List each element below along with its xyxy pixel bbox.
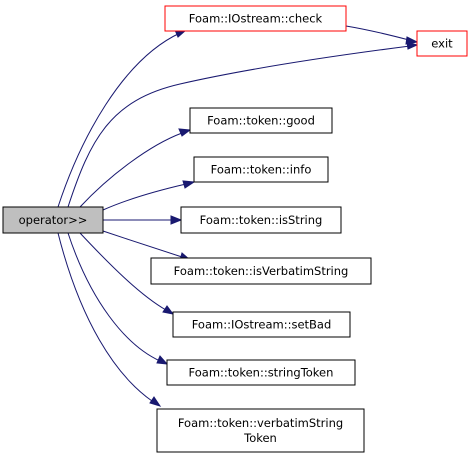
edge-root-to-good-arrowhead xyxy=(178,128,192,137)
node-iostream-setBad[interactable]: Foam::IOstream::setBad xyxy=(172,311,351,338)
edge-check-to-exit xyxy=(345,25,410,41)
edge-root-to-stringToken xyxy=(67,232,161,362)
node-token-info[interactable]: Foam::token::info xyxy=(193,156,329,183)
node-operator-root-label: operator>> xyxy=(19,213,88,227)
edge-root-to-info xyxy=(102,183,187,211)
edge-root-to-isString-arrowhead xyxy=(170,215,183,225)
node-iostream-check[interactable]: Foam::IOstream::check xyxy=(164,5,347,32)
node-token-good-label: Foam::token::good xyxy=(207,114,315,128)
edge-root-to-exit xyxy=(67,45,411,208)
node-token-info-label: Foam::token::info xyxy=(211,163,312,177)
edge-root-to-good xyxy=(79,132,183,208)
node-token-stringToken-label: Foam::token::stringToken xyxy=(189,366,334,380)
edge-root-to-verbatimStringToken-arrowhead xyxy=(149,396,162,407)
node-token-isString[interactable]: Foam::token::isString xyxy=(180,206,342,234)
node-token-good[interactable]: Foam::token::good xyxy=(189,107,333,134)
node-token-stringToken[interactable]: Foam::token::stringToken xyxy=(166,359,356,386)
edge-root-to-stringToken-arrowhead xyxy=(156,355,169,365)
edge-root-to-setBad-arrowhead xyxy=(162,305,175,315)
node-token-verbatimStringToken[interactable]: Foam::token::verbatimString Token xyxy=(156,408,365,453)
edge-root-to-info-arrowhead xyxy=(182,180,196,189)
edge-root-to-check xyxy=(57,32,181,208)
edges xyxy=(57,25,419,407)
node-token-isVerbatimString-label: Foam::token::isVerbatimString xyxy=(174,264,349,278)
node-token-isString-label: Foam::token::isString xyxy=(200,213,323,227)
node-token-verbatimStringToken-label-line1: Foam::token::verbatimString xyxy=(178,416,343,430)
edge-root-to-verbatimStringToken xyxy=(57,232,153,402)
node-iostream-check-label: Foam::IOstream::check xyxy=(189,12,323,26)
node-exit-label: exit xyxy=(431,37,453,51)
edge-root-to-setBad xyxy=(79,232,167,311)
edge-root-to-exit-arrowhead xyxy=(406,41,419,50)
node-exit[interactable]: exit xyxy=(416,30,468,57)
edge-root-to-isVerbatimString xyxy=(102,230,183,258)
node-token-isVerbatimString[interactable]: Foam::token::isVerbatimString xyxy=(150,257,372,285)
node-token-verbatimStringToken-label-line2: Token xyxy=(243,431,277,445)
node-operator-root[interactable]: operator>> xyxy=(2,206,104,234)
node-iostream-setBad-label: Foam::IOstream::setBad xyxy=(192,318,332,332)
